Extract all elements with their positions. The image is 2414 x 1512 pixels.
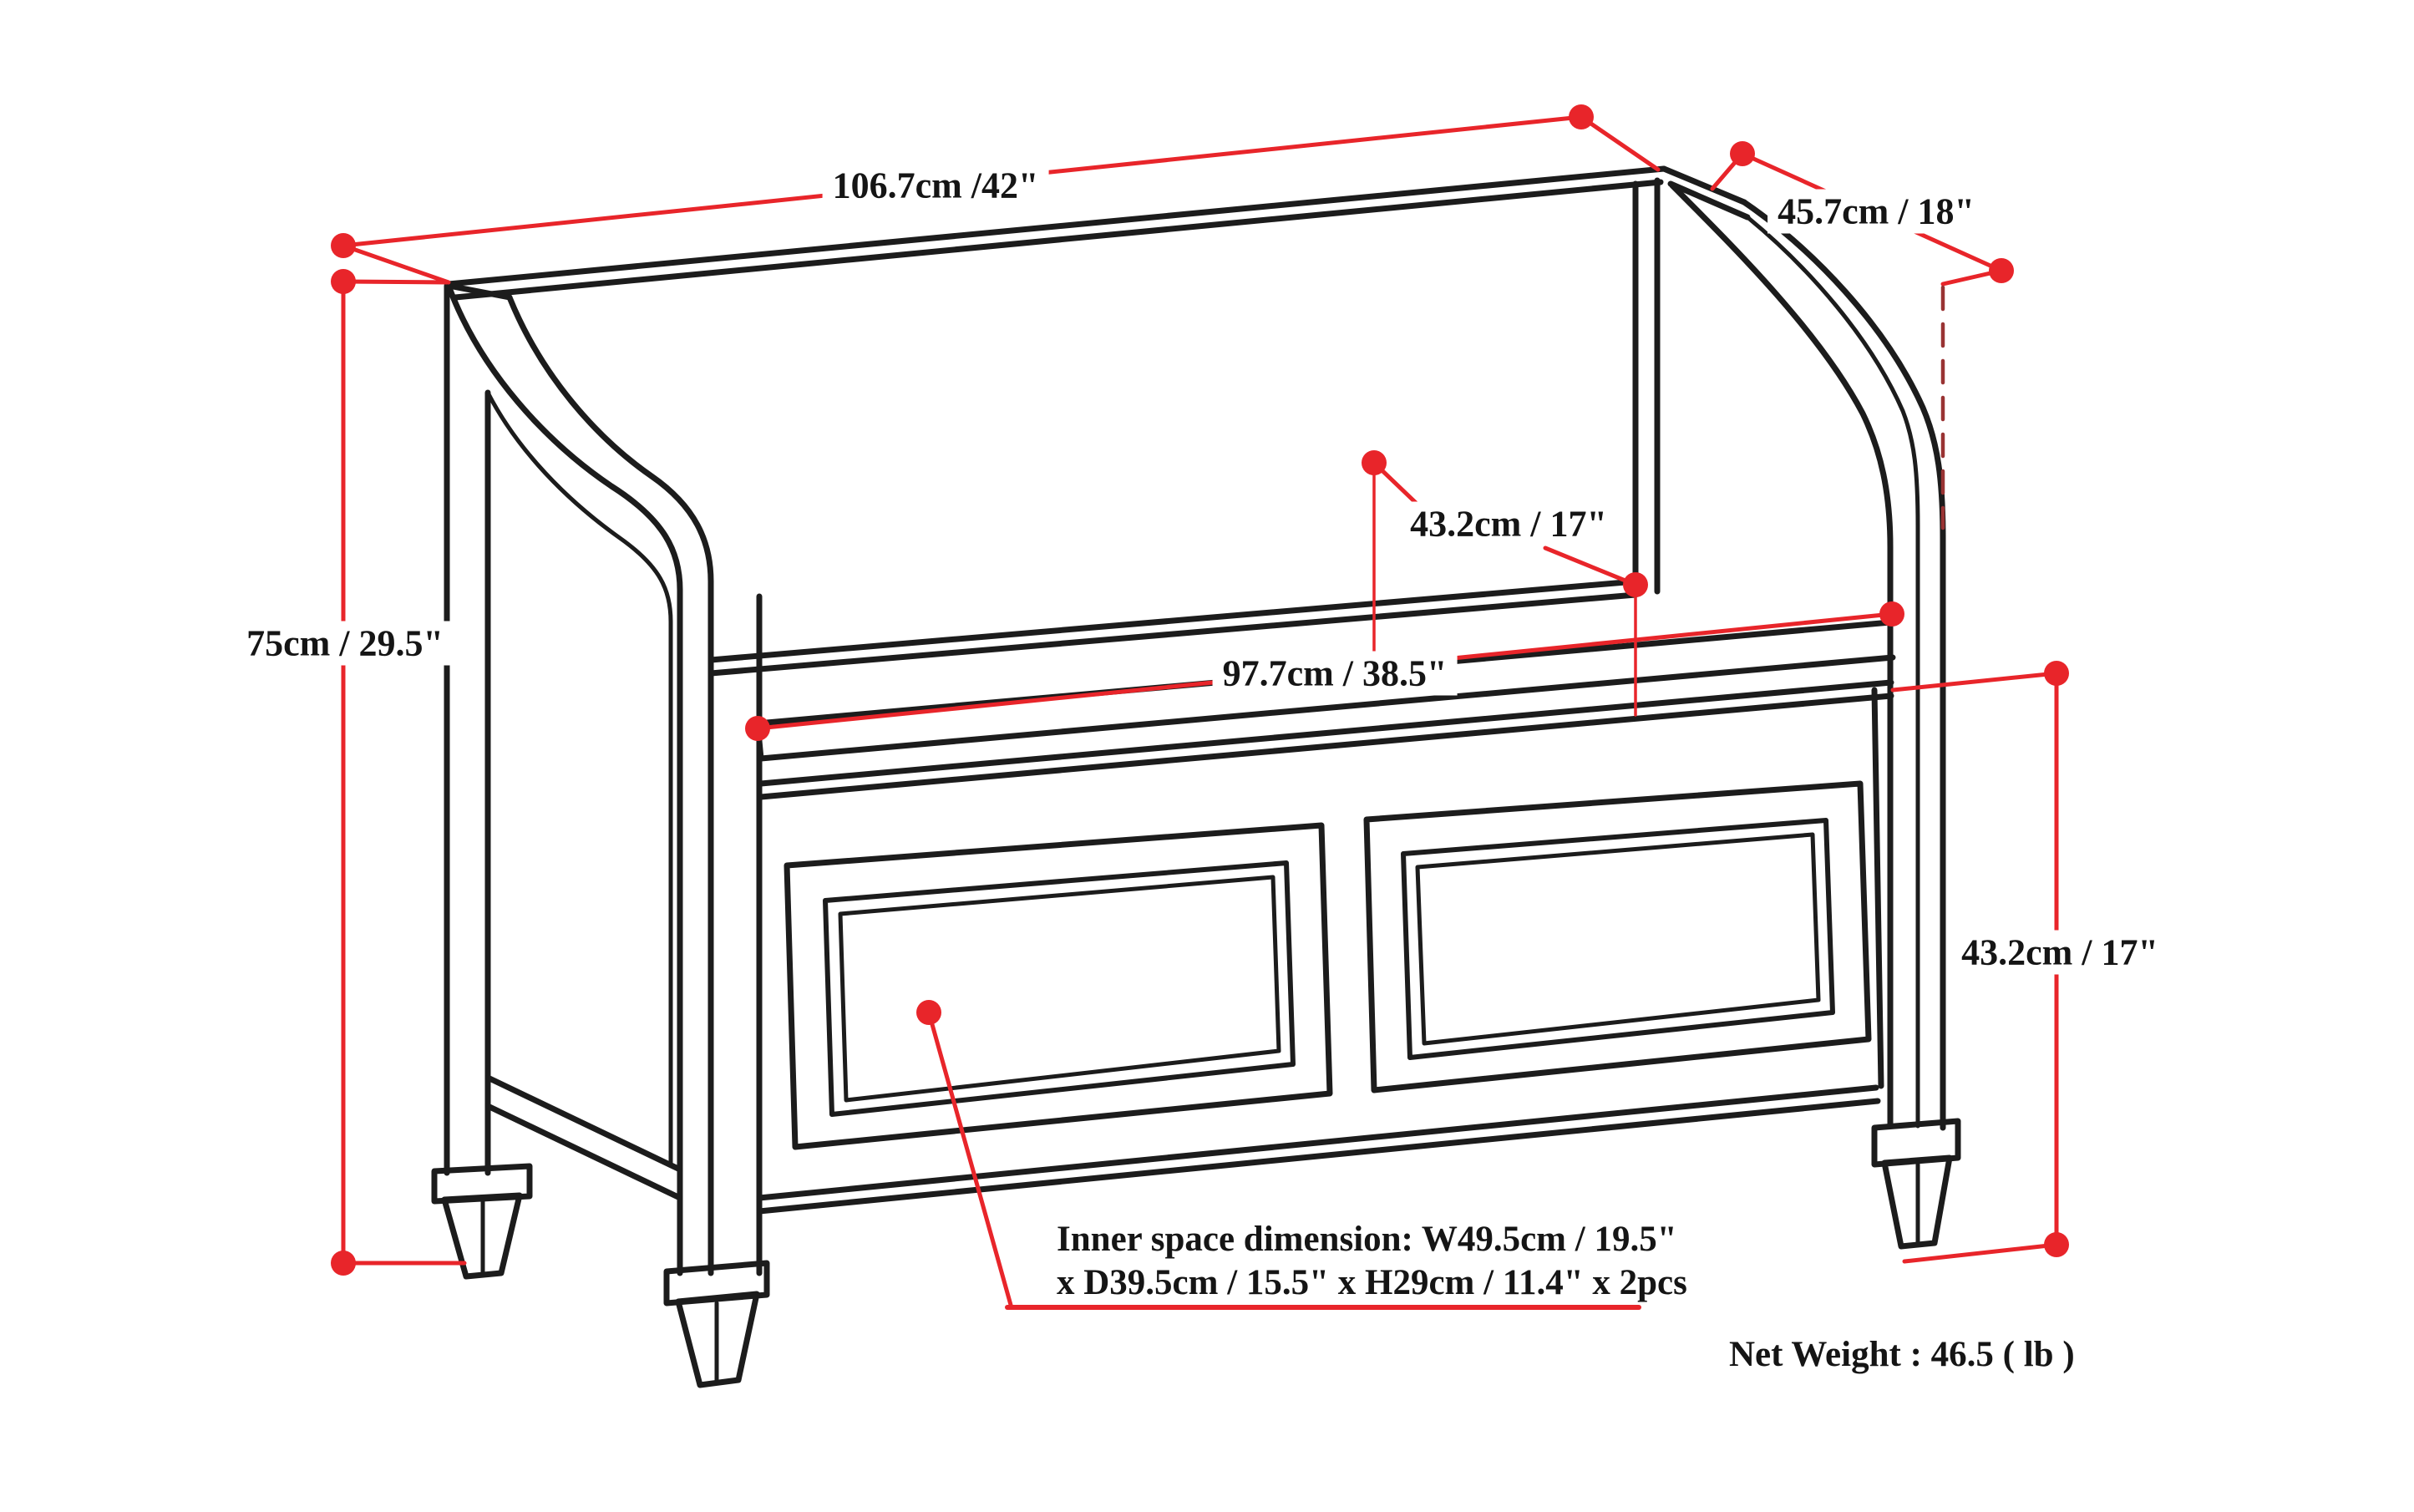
label-seat-width: 97.7cm / 38.5"	[1212, 651, 1458, 696]
storage-box	[756, 687, 1884, 1215]
left-arm	[445, 282, 763, 1276]
left-rear-leg	[431, 1163, 533, 1280]
inner-space-dimension-note: Inner space dimension: W49.5cm / 19.5" x…	[1057, 1218, 1687, 1305]
right-front-leg	[1871, 1118, 1961, 1250]
dimension-dots	[331, 104, 2069, 1276]
inner-space-line1: Inner space dimension: W49.5cm / 19.5"	[1057, 1220, 1677, 1259]
label-seat-height: 43.2cm / 17"	[1951, 930, 2168, 975]
net-weight-note: Net Weight : 46.5 ( lb )	[1729, 1335, 2075, 1374]
label-overall-depth: 45.7cm / 18"	[1767, 189, 1985, 234]
right-door	[1363, 780, 1872, 1093]
left-front-leg	[663, 1260, 770, 1388]
back-panel	[444, 165, 1667, 1176]
inner-space-line2: x D39.5cm / 15.5" x H29cm / 11.4" x 2pcs	[1057, 1263, 1687, 1302]
left-door	[784, 822, 1333, 1150]
label-overall-height: 75cm / 29.5"	[236, 621, 454, 666]
label-overall-width: 106.7cm /42"	[822, 163, 1049, 208]
label-seat-clearance: 43.2cm / 17"	[1400, 501, 1617, 546]
right-arm	[1661, 165, 1946, 1131]
